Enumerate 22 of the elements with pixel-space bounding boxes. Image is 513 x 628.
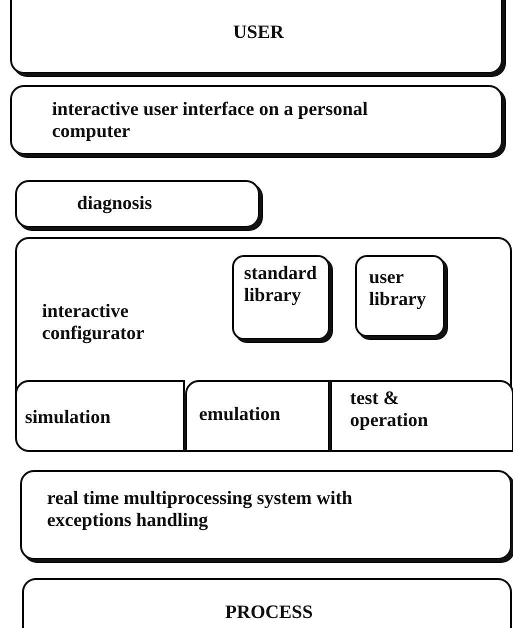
node-label: PROCESS [224, 602, 314, 624]
node-label: test & operation [350, 388, 430, 432]
layer-box [22, 578, 512, 628]
node-label: USER [232, 22, 285, 44]
node-label: simulation [25, 407, 112, 429]
mode-box [330, 380, 513, 452]
node-label: user library [369, 267, 427, 311]
layer-box [10, 85, 503, 155]
mode-box [185, 380, 330, 452]
library-box [232, 255, 330, 340]
layer-box [20, 470, 512, 560]
library-box [355, 255, 445, 337]
node-label: diagnosis [77, 193, 153, 215]
module-box [15, 180, 260, 228]
node-label: emulation [199, 404, 282, 426]
node-label: interactive configurator [42, 301, 146, 345]
node-label: interactive user interface on a personal computer [52, 99, 369, 143]
mode-box [15, 380, 185, 452]
configurator-box [15, 237, 512, 450]
node-label: standard library [244, 263, 318, 307]
layer-box [10, 0, 503, 74]
node-label: real time multiprocessing system with exceptions handling [47, 488, 354, 532]
